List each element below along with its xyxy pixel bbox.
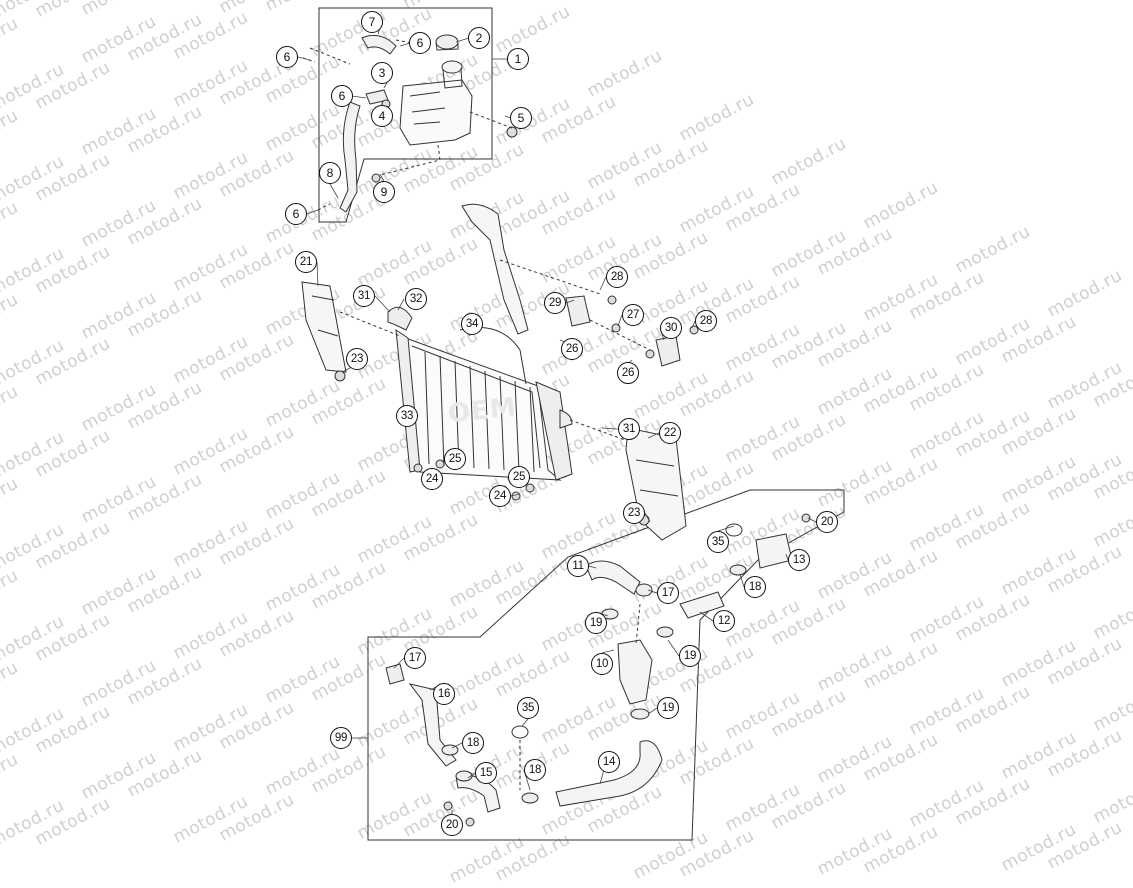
callout-part-27: 27	[622, 304, 644, 326]
leader-line	[565, 299, 575, 304]
leader-line	[510, 493, 521, 497]
callout-part-3: 3	[371, 62, 393, 84]
callout-part-18: 18	[524, 759, 546, 781]
hose-kit-drawing	[385, 513, 811, 827]
expansion-tank-drawing	[302, 34, 518, 213]
callout-part-26: 26	[561, 338, 583, 360]
leader-line	[601, 427, 619, 430]
leader-line	[393, 657, 405, 669]
group-frame-expansion-tank	[318, 7, 493, 223]
callout-part-10: 10	[591, 653, 613, 675]
callout-part-6: 6	[409, 32, 431, 54]
leader-line	[739, 573, 745, 588]
leader-line	[399, 42, 411, 47]
leader-line	[599, 276, 607, 291]
callout-part-15: 15	[475, 762, 497, 784]
callout-part-19: 19	[657, 697, 679, 719]
callout-part-24: 24	[489, 485, 511, 507]
callout-part-6: 6	[285, 203, 307, 225]
leader-line	[667, 639, 680, 657]
leader-line	[329, 183, 339, 199]
leader-line	[647, 432, 660, 439]
leader-line	[807, 517, 817, 523]
leader-line	[297, 56, 311, 61]
leader-line	[617, 314, 623, 327]
leader-line	[306, 209, 319, 215]
leader-line	[644, 512, 651, 523]
callout-part-2: 2	[468, 27, 490, 49]
leader-line	[316, 261, 319, 287]
leader-line	[588, 565, 597, 569]
leader-line	[699, 611, 714, 622]
callout-part-16: 16	[433, 683, 455, 705]
callout-part-28: 28	[695, 310, 717, 332]
callout-part-5: 5	[510, 107, 532, 129]
leader-line	[647, 707, 658, 715]
callout-part-6: 6	[276, 46, 298, 68]
callout-part-18: 18	[744, 576, 766, 598]
callout-part-24: 24	[421, 468, 443, 490]
callout-part-25: 25	[508, 466, 530, 488]
callout-part-13: 13	[788, 549, 810, 571]
callout-part-26: 26	[617, 362, 639, 384]
callout-part-31: 31	[618, 418, 640, 440]
callout-part-12: 12	[713, 610, 735, 632]
leader-line	[785, 553, 789, 561]
leader-line	[647, 589, 658, 594]
leader-line	[601, 649, 615, 654]
cooling-system-exploded-view	[297, 7, 845, 841]
callout-part-32: 32	[405, 288, 427, 310]
callout-part-31: 31	[353, 285, 375, 307]
leader-line	[397, 298, 405, 311]
callout-part-25: 25	[444, 448, 466, 470]
leader-line	[379, 173, 385, 182]
leader-line	[374, 295, 391, 313]
callout-part-35: 35	[517, 697, 539, 719]
leader-line	[717, 525, 735, 532]
callout-part-19: 19	[679, 645, 701, 667]
callout-part-8: 8	[319, 162, 341, 184]
callout-part-21: 21	[295, 251, 317, 273]
callout-part-99: 99	[330, 727, 352, 749]
callout-part-33: 33	[396, 405, 418, 427]
callout-part-11: 11	[567, 555, 589, 577]
callout-part-35: 35	[707, 531, 729, 553]
callout-part-1: 1	[507, 48, 529, 70]
leader-line	[521, 718, 529, 727]
leader-line	[691, 320, 696, 329]
callout-part-29: 29	[544, 292, 566, 314]
leader-line	[455, 37, 470, 43]
leader-line	[451, 742, 463, 749]
leader-line	[351, 95, 367, 99]
callout-part-17: 17	[404, 647, 426, 669]
leader-line	[467, 772, 476, 779]
callout-part-28: 28	[606, 266, 628, 288]
callout-part-20: 20	[441, 814, 463, 836]
callout-part-23: 23	[346, 348, 368, 370]
callout-part-4: 4	[371, 105, 393, 127]
callout-part-34: 34	[461, 313, 483, 335]
radiator-drawing	[301, 203, 699, 541]
callout-part-23: 23	[623, 502, 645, 524]
callout-part-20: 20	[816, 511, 838, 533]
callout-part-17: 17	[657, 582, 679, 604]
callout-part-18: 18	[462, 732, 484, 754]
callout-part-22: 22	[659, 422, 681, 444]
callout-part-9: 9	[373, 181, 395, 203]
callout-part-6: 6	[331, 85, 353, 107]
callout-part-7: 7	[361, 11, 383, 33]
callout-part-14: 14	[598, 751, 620, 773]
callout-part-30: 30	[660, 317, 682, 339]
group-frame-hose-kit	[367, 489, 845, 841]
callout-part-19: 19	[585, 612, 607, 634]
